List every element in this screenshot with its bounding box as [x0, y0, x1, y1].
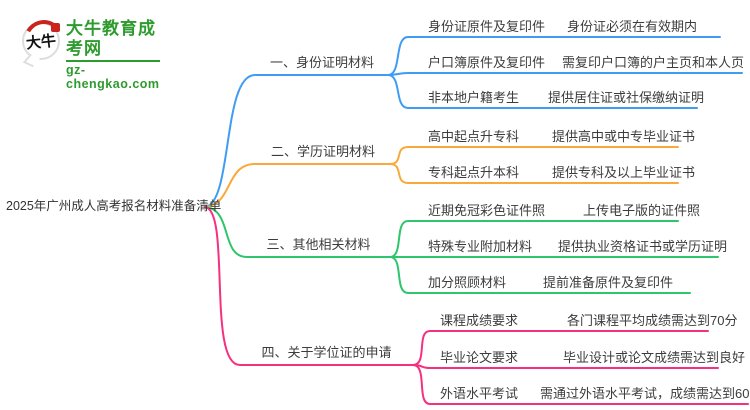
branch-4-child-2-detail: 毕业设计或论文成绩需达到良好	[563, 350, 746, 365]
branch-3-child-1-label: 近期免冠彩色证件照	[428, 203, 546, 218]
branch-1-child-3-detail: 提供居住证或社保缴纳证明	[548, 90, 705, 105]
branch-1-label: 一、身份证明材料	[269, 55, 374, 70]
connector-path	[387, 36, 721, 76]
connector-path	[204, 74, 389, 208]
branch-3-child-1-detail: 上传电子版的证件照	[583, 203, 701, 218]
branch-1-lines	[204, 36, 743, 208]
connector-path	[204, 206, 414, 366]
logo-text-block: 大牛教育成考网 gz-chengkao.com	[66, 19, 160, 91]
branch-4-child-3-detail: 需通过外语水平考试，成绩需达到60分	[540, 386, 750, 401]
branch-3-child-2-detail: 提供执业资格证书或学历证明	[558, 239, 728, 254]
branch-3-label: 三、其他相关材料	[266, 237, 371, 252]
connector-path	[412, 330, 709, 366]
connector-path	[204, 163, 391, 208]
site-name: 大牛教育成考网	[66, 19, 160, 62]
connector-path	[389, 220, 679, 258]
branch-2-child-1-detail: 提供高中或中专毕业证书	[552, 129, 696, 144]
branch-4-child-1-label: 课程成绩要求	[440, 313, 519, 328]
branch-4-label: 四、关于学位证的申请	[261, 345, 392, 360]
logo-calligraphy-text: 大牛	[25, 31, 57, 53]
branch-2-lines	[204, 146, 679, 208]
branch-2-label: 二、学历证明材料	[270, 144, 375, 159]
connector-path	[389, 146, 679, 165]
connector-path	[387, 72, 743, 76]
branch-4-child-1-detail: 各门课程平均成绩需达到70分	[567, 313, 738, 328]
site-domain: gz-chengkao.com	[66, 63, 160, 91]
logo-bubble-icon: 大牛	[19, 15, 69, 68]
branch-1-child-2-detail: 需复印户口簿的户主页和本人页	[562, 55, 745, 70]
connector-path	[389, 256, 691, 294]
branch-1-child-3-label: 非本地户籍考生	[428, 90, 520, 105]
branch-3-child-3-detail: 提前准备原件及复印件	[543, 275, 674, 290]
connector-path	[389, 163, 679, 184]
branch-3-lines	[204, 206, 719, 294]
branch-1-child-1-label: 身份证原件及复印件	[428, 19, 546, 34]
branch-4-lines	[204, 206, 749, 405]
central-topic: 2025年广州成人高考报名材料准备清单	[6, 199, 222, 213]
connector-path	[204, 206, 391, 258]
branch-4-child-2-label: 毕业论文要求	[440, 350, 519, 365]
branch-3-child-2-label: 特殊专业附加材料	[428, 239, 533, 254]
connector-path	[387, 74, 698, 109]
connector-path	[412, 364, 749, 405]
branch-1-child-1-detail: 身份证必须在有效期内	[567, 19, 698, 34]
branch-2-child-2-label: 专科起点升本科	[428, 165, 520, 180]
branch-3-child-3-label: 加分照顾材料	[428, 275, 507, 290]
branch-1-child-2-label: 户口簿原件及复印件	[428, 55, 546, 70]
logo-red-seal-icon	[51, 23, 60, 32]
branch-4-child-3-label: 外语水平考试	[440, 386, 519, 401]
branch-2-child-2-detail: 提供专科及以上毕业证书	[552, 165, 696, 180]
branch-2-child-1-label: 高中起点升专科	[428, 129, 520, 144]
